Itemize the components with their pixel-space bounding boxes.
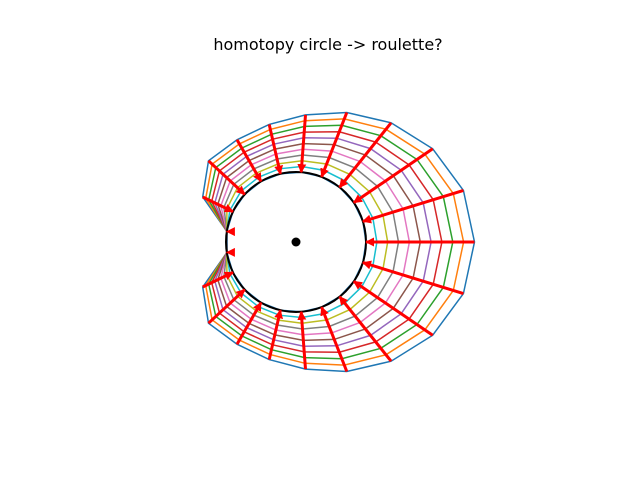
chart-title: homotopy circle -> roulette? [213,35,442,54]
homotopy-arrow-18 [338,295,393,363]
homotopy-arrow-8 [207,159,246,196]
homotopy-arrow-2 [352,147,434,204]
homotopy-arrow-4 [320,111,349,178]
homotopy-arrow-9 [202,195,234,213]
homotopy-arrow-14 [235,301,263,345]
homotopy-arrow-6 [267,124,283,175]
homotopy-arrow-13 [207,288,246,325]
homotopy-arrow-20 [362,260,464,296]
center-point [291,237,301,247]
homotopy-curve-8 [226,159,389,325]
homotopy-arrow-7 [235,139,263,183]
homotopy-arrow-15 [267,309,283,360]
homotopy-arrow-1 [362,188,464,224]
homotopy-arrow-12 [202,271,234,289]
homotopy-arrow-3 [338,121,393,189]
homotopy-arrow-5 [297,114,307,174]
homotopy-arrow-16 [297,310,307,370]
homotopy-arrow-17 [320,306,349,373]
plot-area [201,111,476,373]
homotopy-arrow-19 [352,280,434,337]
